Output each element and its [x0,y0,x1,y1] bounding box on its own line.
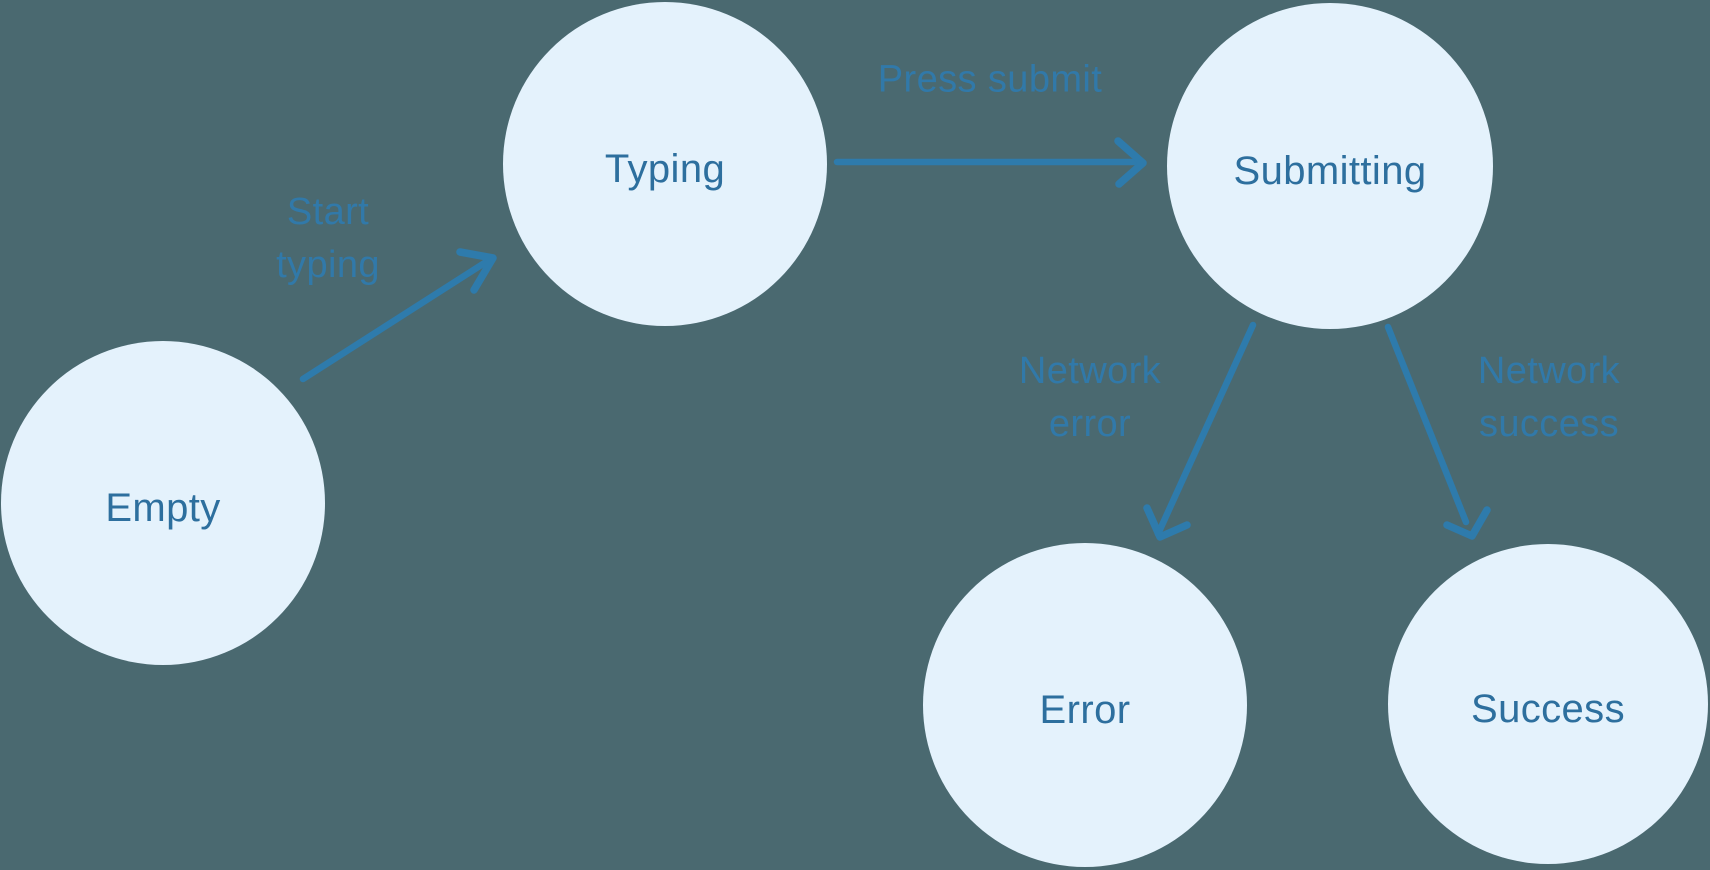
state-node-typing: Typing [503,2,827,326]
transition-label-press-submit: Press submit [877,58,1103,101]
arrow-network-success [1384,323,1491,540]
state-node-empty: Empty [1,341,325,665]
state-label-typing: Typing [604,146,726,191]
state-label-empty: Empty [105,485,221,530]
state-node-error: Error [923,543,1247,867]
state-label-submitting: Submitting [1233,148,1427,193]
transition-label-network-success: Network success [1477,350,1621,445]
state-label-error: Error [1039,687,1131,732]
transition-label-start-typing: Start typing [276,191,380,286]
arrow-start-typing [299,248,497,383]
state-node-success: Success [1388,544,1708,864]
transition-label-network-error: Network error [1018,350,1162,445]
arrow-network-error [1143,321,1257,541]
arrow-press-submit [833,137,1147,188]
state-node-submitting: Submitting [1167,3,1493,329]
state-label-success: Success [1471,686,1625,731]
